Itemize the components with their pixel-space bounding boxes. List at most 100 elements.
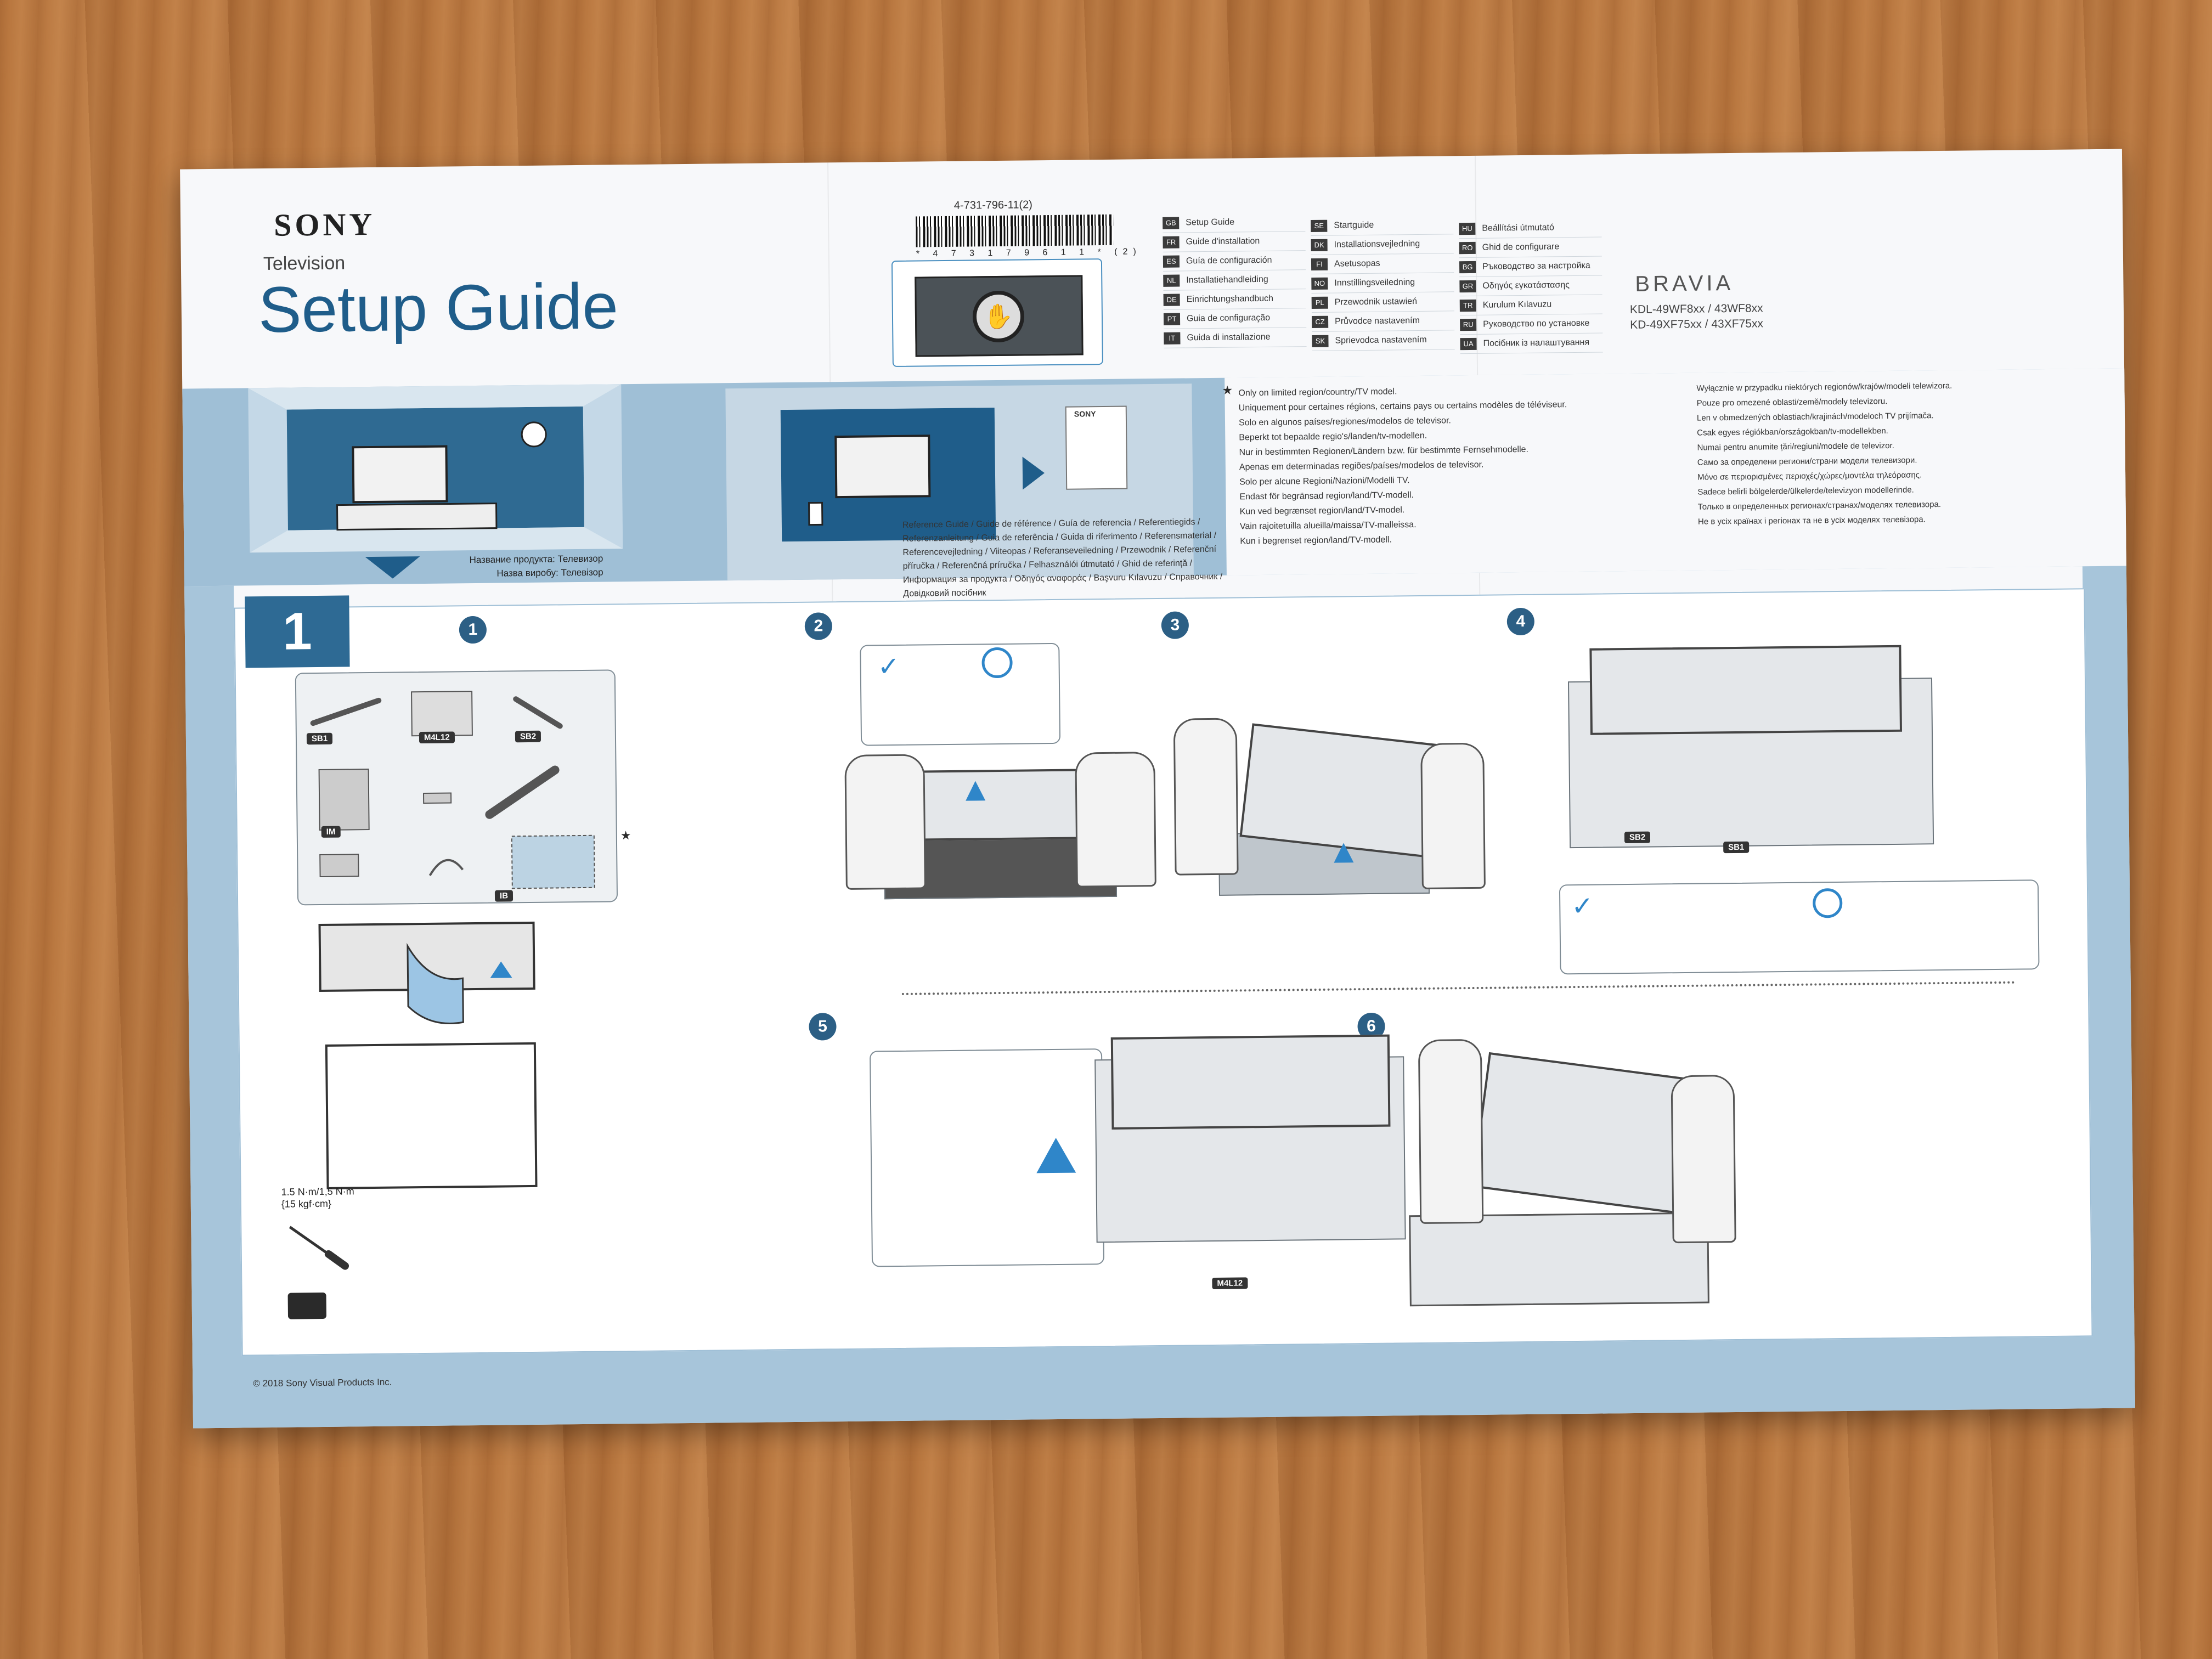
step-1-number: 1	[459, 616, 487, 644]
language-row: IT Guida di installazione	[1164, 328, 1307, 348]
no-touch-icon: ✋	[972, 290, 1025, 343]
language-label: Посібник із налаштування	[1483, 337, 1590, 348]
model-line: KDL-49WF8xx / 43WF8xx	[1629, 302, 1763, 316]
language-code: HU	[1459, 222, 1476, 235]
language-code: DK	[1311, 239, 1328, 252]
wall-mount-illustration	[725, 383, 1194, 581]
language-label: Sprievodca nastavením	[1335, 335, 1427, 346]
product-name-ru: Название продукта: Телевизор	[469, 553, 603, 566]
bravia-logo: BRAVIA	[1635, 270, 1734, 296]
part-number: 4-731-796-11(2)	[953, 199, 1033, 212]
barcode-number: * 4 7 3 1 7 9 6 1 1 * (2)	[916, 247, 1142, 259]
region-notes-2: Wyłącznie w przypadku niektórych regionó…	[1696, 379, 1954, 529]
side-band-left	[184, 585, 243, 1429]
language-code: PL	[1311, 296, 1328, 309]
language-code: NL	[1163, 274, 1180, 287]
language-code: GR	[1459, 280, 1476, 293]
model-numbers: KDL-49WF8xx / 43WF8xx KD-49XF75xx / 43XF…	[1630, 301, 1763, 333]
language-code: PT	[1163, 313, 1181, 325]
accessories-drawing	[310, 691, 595, 889]
person-right	[1075, 752, 1156, 888]
language-label: Startguide	[1334, 220, 1374, 230]
place-down-arrow-icon	[1334, 843, 1354, 863]
tv-facedown	[1589, 645, 1902, 735]
tv-stand-table	[1409, 1212, 1709, 1307]
language-label: Innstillingsveiledning	[1334, 278, 1415, 288]
toolbox-icon	[287, 1292, 327, 1319]
language-label: Руководство по установке	[1483, 318, 1590, 329]
language-row: GR Οδηγός εγκατάστασης	[1459, 275, 1602, 297]
check-icon: ✓	[877, 652, 900, 682]
language-row: BG Ръководство за настройка	[1459, 256, 1602, 278]
part-label-sb1: SB1	[1723, 841, 1750, 854]
note-line: Len v obmedzených oblastiach/krajinách/m…	[1696, 411, 1934, 423]
room-tv-drawing	[248, 384, 623, 553]
language-code: IT	[1164, 332, 1181, 345]
language-label: Ръководство за настройка	[1482, 261, 1590, 272]
stand-orientation-illustration: ✓	[1559, 879, 2040, 975]
part-label-im: IM	[321, 826, 341, 838]
product-name-ua: Назва виробу: Телевізор	[496, 567, 603, 579]
section-number: 1	[245, 595, 350, 668]
language-label: Setup Guide	[1186, 217, 1235, 228]
step-2-number: 2	[804, 612, 833, 640]
prohibited-icon	[981, 647, 1013, 679]
language-label: Guida di installazione	[1187, 332, 1271, 343]
check-icon: ✓	[1571, 891, 1594, 922]
language-label: Einrichtungshandbuch	[1186, 294, 1274, 304]
sony-logo: SONY	[273, 206, 376, 243]
language-code: GB	[1163, 217, 1180, 229]
model-line: KD-49XF75xx / 43XF75xx	[1630, 317, 1764, 331]
language-row: DK Installationsvejledning	[1311, 234, 1454, 256]
note-line: Wyłącznie w przypadku niektórych regionó…	[1696, 381, 1953, 393]
person-right	[1420, 742, 1486, 889]
language-row: GB Setup Guide	[1163, 212, 1306, 233]
language-label: Οδηγός εγκατάστασης	[1482, 280, 1570, 291]
language-label: Kurulum Kılavuzu	[1482, 300, 1552, 310]
part-label-sb2: SB2	[515, 730, 541, 743]
part-label-m4l12: M4L12	[419, 731, 455, 744]
step-4-number: 4	[1506, 607, 1535, 636]
tv-facedown	[1110, 1034, 1391, 1130]
wall-mount-drawing	[780, 405, 1128, 542]
language-code: TR	[1459, 299, 1476, 312]
language-label: Průvodce nastavením	[1335, 315, 1420, 326]
language-label: Installationsvejledning	[1334, 239, 1420, 250]
language-code: BG	[1459, 261, 1476, 274]
down-arrow-icon	[365, 556, 420, 579]
do-not-touch-screen-illustration: ✋	[891, 258, 1103, 368]
part-label-sb2: SB2	[1624, 831, 1651, 844]
part-label-ib: IB	[494, 890, 514, 902]
language-code: ES	[1163, 255, 1180, 268]
region-notes-1: Only on limited region/country/TV model.…	[1238, 382, 1568, 549]
tv-in-box	[916, 769, 1086, 841]
step-3-number: 3	[1161, 611, 1189, 639]
page-title: Setup Guide	[258, 270, 619, 347]
language-code: UA	[1460, 337, 1477, 351]
language-code: DE	[1163, 294, 1180, 306]
language-code: FR	[1163, 236, 1180, 249]
room-illustration	[248, 384, 623, 553]
screw-detail-illustration	[869, 1048, 1105, 1267]
handling-check-illustration: ✓	[860, 642, 1061, 746]
language-code: CZ	[1311, 315, 1329, 329]
reference-guide-text: Reference Guide / Guide de référence / G…	[902, 517, 1223, 599]
reference-booklet-logo: SONY	[1074, 409, 1096, 419]
setup-guide-sheet: SONY Television Setup Guide 4-731-796-11…	[180, 149, 2135, 1429]
language-code: FI	[1311, 258, 1328, 271]
language-row: SE Startguide	[1311, 215, 1454, 236]
language-label: Guide d'installation	[1186, 236, 1260, 247]
note-line: Не в усіх країнах і регіонах та не в усі…	[1697, 515, 1926, 527]
screwdriver-icon	[289, 1226, 349, 1270]
language-code: RO	[1459, 241, 1476, 255]
language-code: SE	[1311, 219, 1328, 233]
step-5-number: 5	[809, 1013, 837, 1041]
language-row: UA Посібник із налаштування	[1460, 333, 1603, 354]
language-code: RU	[1460, 318, 1477, 331]
product-name: Название продукта: Телевизор Назва вироб…	[469, 552, 603, 581]
language-label: Guia de configuração	[1186, 313, 1271, 324]
